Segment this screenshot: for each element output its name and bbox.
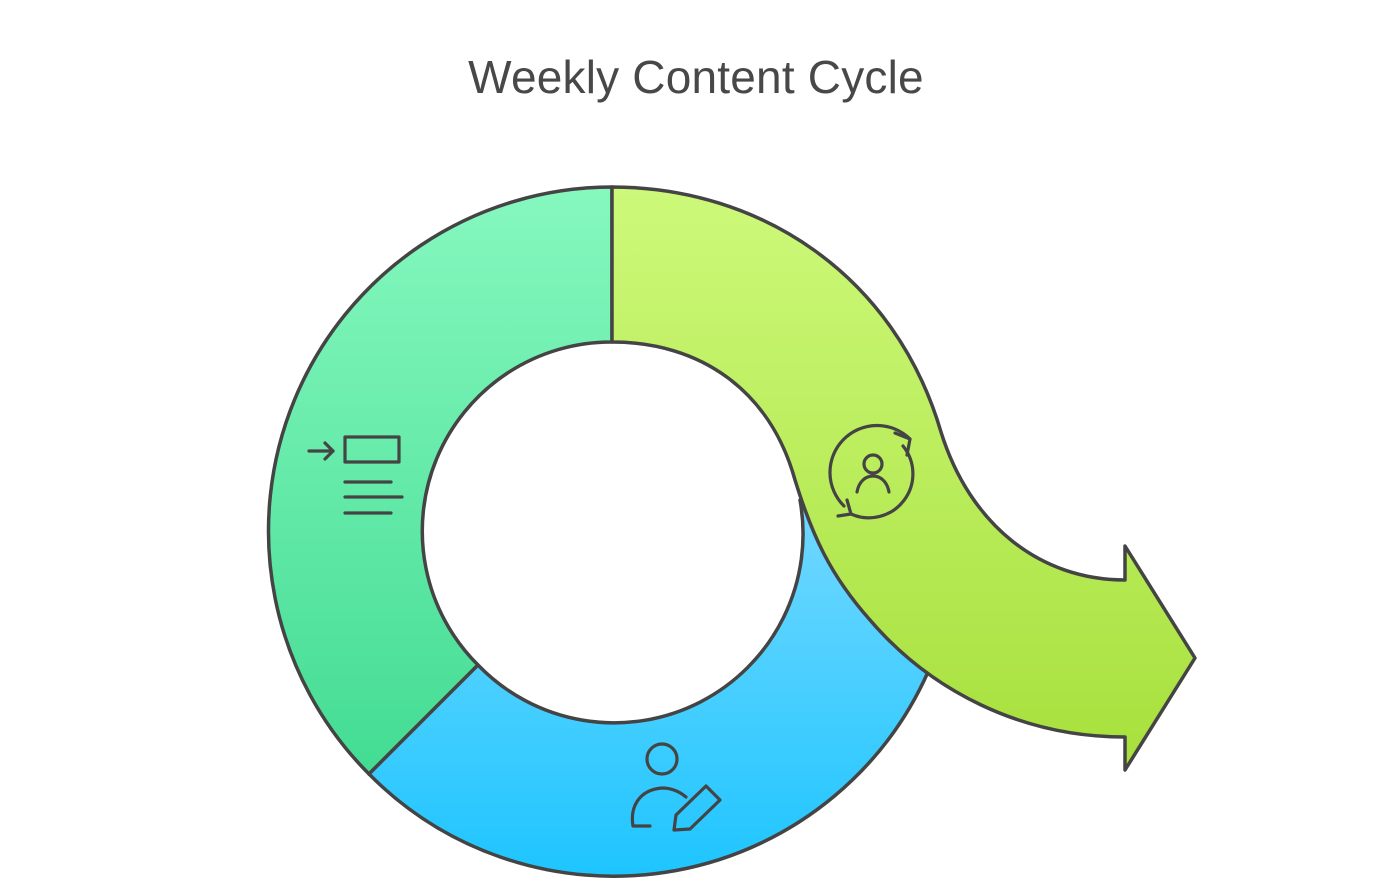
user-refresh-icon bbox=[828, 423, 915, 520]
content-plan-icon bbox=[307, 435, 404, 515]
stage-segment-publishing bbox=[610, 185, 1197, 772]
diagram-title: Weekly Content Cycle bbox=[468, 51, 924, 103]
user-edit-icon bbox=[630, 742, 722, 832]
stage-segment-planning bbox=[266, 185, 614, 776]
